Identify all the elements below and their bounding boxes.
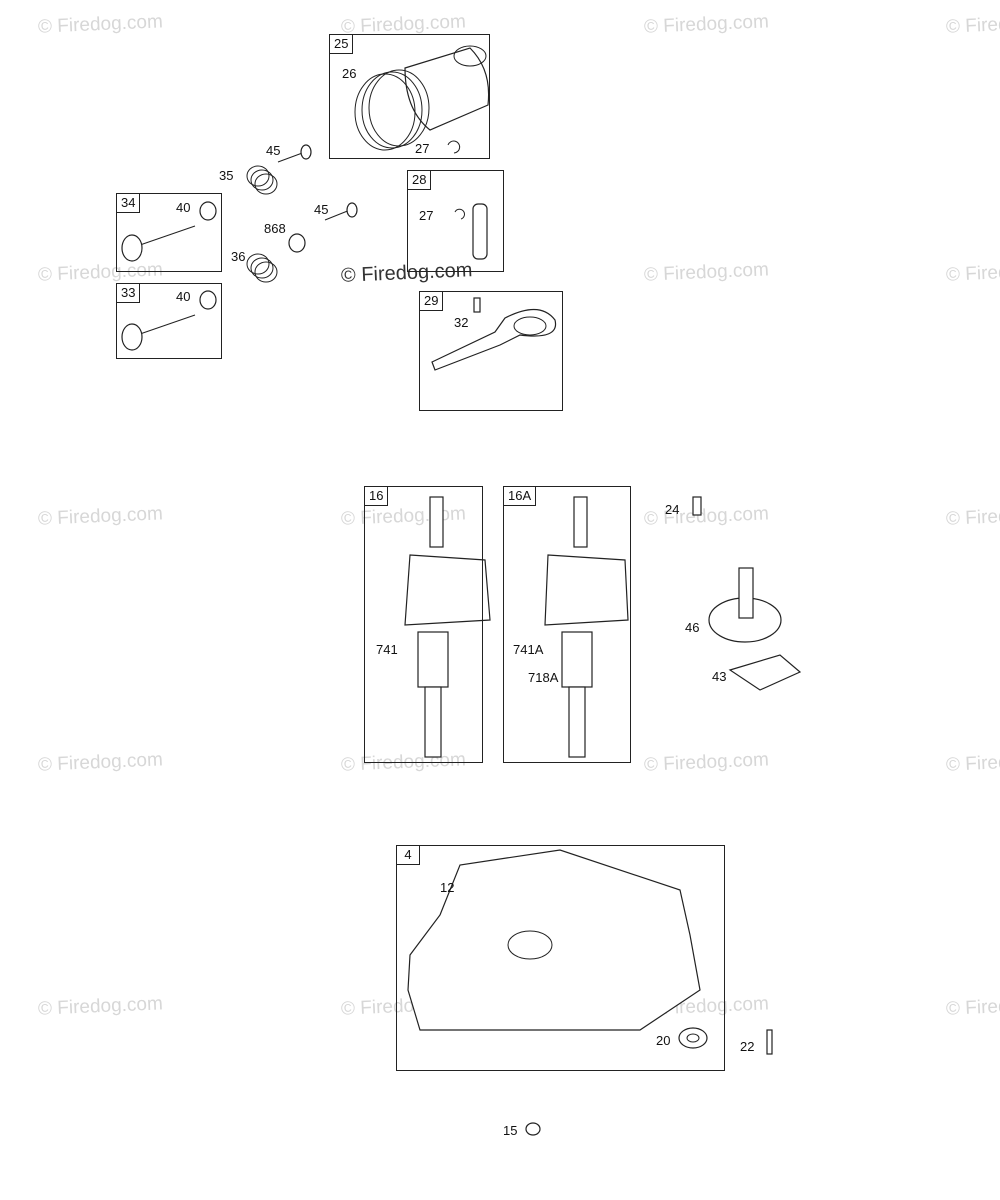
part-label-868: 868: [264, 221, 286, 236]
camshaft-icon[interactable]: [708, 567, 782, 643]
connecting-rod-icon[interactable]: [431, 297, 557, 371]
part-label-741: 741: [376, 642, 398, 657]
callout-number: 29: [420, 292, 444, 311]
part-label-20: 20: [656, 1033, 671, 1048]
keeper-icon[interactable]: [199, 201, 306, 310]
part-label-46: 46: [685, 620, 700, 635]
callout-box-28: 28: [407, 170, 504, 272]
part-label-36: 36: [231, 249, 246, 264]
callout-box-33: 33: [116, 283, 222, 359]
part-label-45: 45: [266, 143, 281, 158]
callout-number: 16: [365, 487, 389, 506]
part-label-15: 15: [503, 1123, 518, 1138]
callout-number: 4: [397, 846, 420, 865]
retainer-clip-icon[interactable]: [454, 208, 465, 220]
valve-icon[interactable]: [277, 144, 358, 221]
crankshaft-icon[interactable]: [544, 496, 629, 758]
part-label-24: 24: [665, 502, 680, 517]
piston-ring-icon[interactable]: [354, 69, 430, 151]
callout-box-34: 34: [116, 193, 222, 272]
crankshaft-icon[interactable]: [404, 496, 491, 758]
governor-icon[interactable]: [728, 654, 802, 691]
part-label-718a: 718A: [528, 670, 559, 685]
callout-box-16: 16: [364, 486, 483, 763]
callout-box-4: 4: [396, 845, 725, 1071]
part-label-45: 45: [314, 202, 329, 217]
screw-icon[interactable]: [766, 1029, 773, 1055]
key-icon[interactable]: [692, 496, 702, 516]
part-label-27: 27: [415, 141, 430, 156]
part-label-40: 40: [176, 289, 191, 304]
part-label-22: 22: [740, 1039, 755, 1054]
retainer-clip-icon[interactable]: [447, 140, 461, 154]
piston-pin-icon[interactable]: [472, 203, 488, 260]
part-label-12: 12: [440, 880, 455, 895]
part-label-40: 40: [176, 200, 191, 215]
callout-number: 16A: [504, 487, 537, 506]
seal-icon[interactable]: [678, 1027, 708, 1049]
part-label-43: 43: [712, 669, 727, 684]
callout-box-29: 29: [419, 291, 563, 411]
sump-icon[interactable]: [407, 849, 701, 1031]
callout-number: 33: [117, 284, 141, 303]
part-label-32: 32: [454, 315, 469, 330]
callout-box-16a: 16A: [503, 486, 631, 763]
callout-box-25: 25: [329, 34, 490, 159]
callout-number: 34: [117, 194, 141, 213]
piston-icon[interactable]: [404, 45, 490, 131]
callout-number: 25: [330, 35, 354, 54]
valve-spring-icon[interactable]: [246, 165, 278, 283]
part-label-26: 26: [342, 66, 357, 81]
part-label-741a: 741A: [513, 642, 544, 657]
callout-number: 28: [408, 171, 432, 190]
plug-icon[interactable]: [525, 1122, 541, 1136]
part-label-27: 27: [419, 208, 434, 223]
part-label-35: 35: [219, 168, 234, 183]
valve-icon[interactable]: [121, 225, 196, 351]
